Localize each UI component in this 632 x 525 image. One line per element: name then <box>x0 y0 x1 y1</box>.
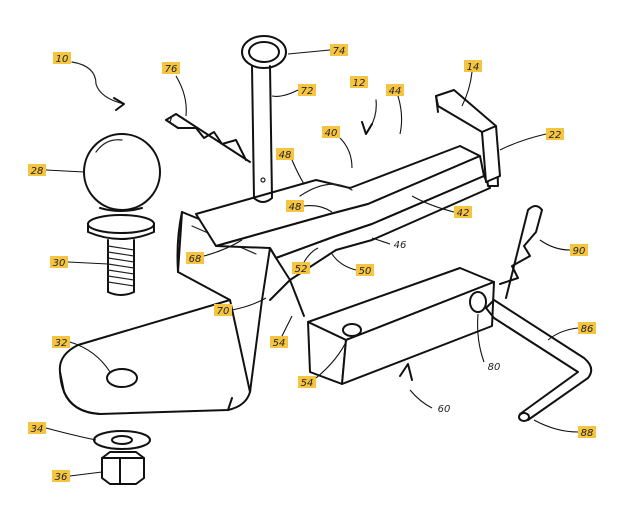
l-pin <box>485 299 593 422</box>
threaded-stem <box>107 239 135 296</box>
assembly-arrows <box>71 61 413 381</box>
label-46: 46 <box>371 237 407 251</box>
label-90: 90 <box>539 239 588 257</box>
label-36: 36 <box>52 470 103 483</box>
svg-text:48: 48 <box>289 202 302 213</box>
svg-text:72: 72 <box>301 86 314 97</box>
svg-text:50: 50 <box>359 266 372 277</box>
reference-labels: 10 76 74 72 12 44 <box>28 44 596 483</box>
hairpin-clip-2 <box>499 205 543 299</box>
hairpin-clip <box>165 113 251 163</box>
label-72: 72 <box>271 84 316 97</box>
label-34: 34 <box>28 422 97 441</box>
hitch-ball <box>83 133 161 240</box>
label-14: 14 <box>461 60 482 107</box>
svg-text:40: 40 <box>325 128 338 139</box>
svg-text:86: 86 <box>581 324 594 335</box>
label-28: 28 <box>28 164 85 177</box>
svg-text:36: 36 <box>55 472 68 483</box>
label-42: 42 <box>411 195 472 219</box>
nut <box>101 451 145 485</box>
svg-text:34: 34 <box>31 424 44 435</box>
label-60: 60 <box>409 389 451 415</box>
label-80: 80 <box>477 313 501 373</box>
label-50: 50 <box>331 253 374 277</box>
label-76: 76 <box>162 62 187 117</box>
svg-text:52: 52 <box>295 264 308 275</box>
svg-text:30: 30 <box>53 258 66 269</box>
svg-text:22: 22 <box>549 130 562 141</box>
svg-text:70: 70 <box>217 306 230 317</box>
label-12: 12 <box>350 76 368 89</box>
svg-text:14: 14 <box>467 62 480 73</box>
label-54-upper: 54 <box>270 315 293 349</box>
shank-bar <box>195 145 491 317</box>
label-70: 70 <box>214 297 267 317</box>
svg-text:68: 68 <box>189 254 202 265</box>
label-30: 30 <box>50 256 109 269</box>
svg-text:54: 54 <box>301 378 314 389</box>
receiver-block <box>307 267 495 385</box>
label-32: 32 <box>52 336 111 373</box>
svg-text:74: 74 <box>333 46 346 57</box>
svg-text:42: 42 <box>457 208 470 219</box>
label-68: 68 <box>186 239 243 265</box>
label-22: 22 <box>499 128 564 151</box>
svg-text:10: 10 <box>56 54 69 65</box>
svg-text:48: 48 <box>279 150 292 161</box>
svg-text:60: 60 <box>438 404 451 415</box>
svg-text:28: 28 <box>31 166 44 177</box>
svg-text:12: 12 <box>353 78 366 89</box>
svg-text:80: 80 <box>488 362 501 373</box>
washer <box>93 430 151 450</box>
svg-text:76: 76 <box>165 64 178 75</box>
svg-text:88: 88 <box>581 428 594 439</box>
svg-text:32: 32 <box>55 338 68 349</box>
svg-text:90: 90 <box>573 246 586 257</box>
label-40: 40 <box>322 126 353 169</box>
label-44: 44 <box>386 84 404 135</box>
ring-pin <box>241 35 287 203</box>
label-52: 52 <box>292 247 319 275</box>
label-54-lower: 54 <box>298 337 349 389</box>
label-86: 86 <box>547 322 596 341</box>
label-10: 10 <box>53 52 71 65</box>
svg-text:46: 46 <box>394 240 407 251</box>
label-88: 88 <box>533 419 596 439</box>
label-74: 74 <box>287 44 348 57</box>
svg-text:54: 54 <box>273 338 286 349</box>
label-48-lower: 48 <box>286 200 333 213</box>
svg-text:44: 44 <box>389 86 402 97</box>
label-48-upper: 48 <box>276 148 305 185</box>
receiver-end <box>435 89 501 187</box>
